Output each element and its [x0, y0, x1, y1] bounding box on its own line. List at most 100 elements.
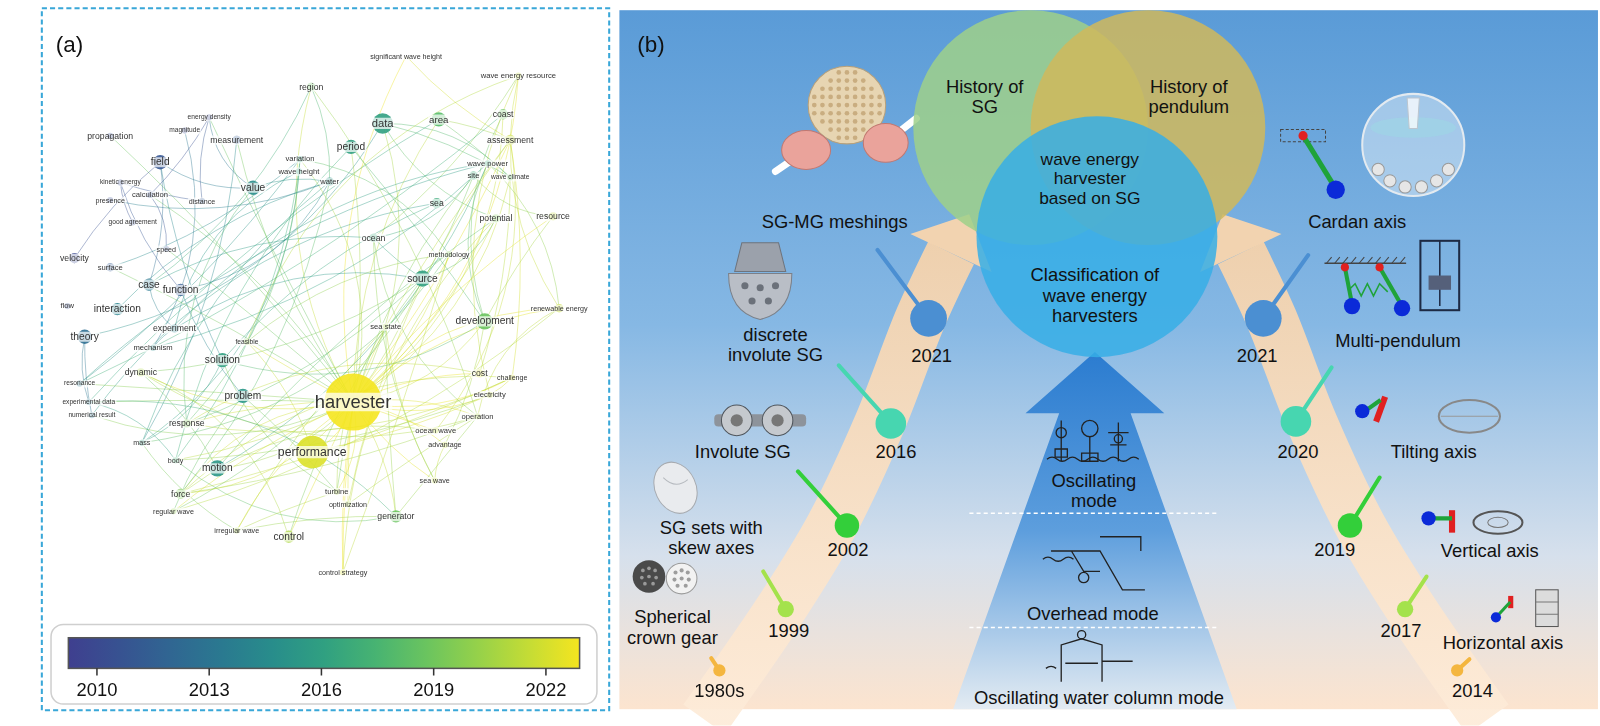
gear-hole — [686, 570, 690, 574]
keyword-label: solution — [204, 355, 241, 365]
gear-tooth — [836, 95, 841, 100]
keyword-label: flow — [60, 302, 76, 310]
gear-hole — [772, 282, 779, 289]
network-link — [142, 443, 237, 531]
gear-tooth — [845, 86, 850, 91]
colorbar-tick-label: 2022 — [525, 680, 566, 701]
keyword-label: experimental data — [61, 399, 116, 406]
pendulum-type-label: Tilting axis — [1391, 442, 1477, 463]
gear-shell — [646, 455, 705, 520]
keyword-label: resonance — [63, 380, 96, 387]
generator-pod — [1430, 175, 1442, 187]
keyword-label: case — [137, 280, 161, 290]
keyword-label: kinetic energy — [99, 179, 142, 186]
gear-tooth — [654, 576, 658, 580]
test-rig — [1429, 276, 1451, 290]
keyword-label: wave energy resource — [480, 72, 557, 80]
keyword-label: function — [162, 285, 200, 295]
hatch — [1392, 257, 1397, 263]
keyword-label: renewable energy — [530, 305, 589, 312]
network-link — [173, 308, 559, 511]
pendulum-type-label: Vertical axis — [1441, 541, 1539, 562]
pivot — [1298, 131, 1307, 140]
network-link — [120, 183, 180, 290]
oscillating-device — [1114, 435, 1122, 443]
test-rig — [1439, 241, 1441, 306]
year-label: 2017 — [1381, 620, 1422, 641]
keyword-label: surface — [97, 264, 124, 272]
gear-tooth — [853, 111, 858, 116]
keyword-label: wave height — [278, 168, 321, 176]
keyword-label: body — [167, 457, 185, 464]
network-link — [337, 176, 474, 492]
keyword-label: ocean wave — [414, 427, 457, 435]
keyword-label: site — [466, 172, 480, 180]
pendulum-mass — [1394, 300, 1410, 316]
mode-label: Oscillating mode — [1037, 470, 1151, 511]
timeline-dot — [778, 601, 794, 617]
network-link — [184, 188, 253, 424]
network-link — [386, 327, 396, 517]
overhead-device — [1051, 537, 1145, 590]
network-link — [237, 140, 353, 402]
keyword-label: mechanism — [132, 344, 173, 352]
hatch — [1376, 257, 1381, 263]
gear-tooth — [869, 86, 874, 91]
gear-tooth — [853, 86, 858, 91]
keyword-label: challenge — [496, 374, 529, 381]
gear-tooth — [812, 95, 817, 100]
keyword-label: significant wave height — [369, 53, 443, 60]
network-link — [217, 218, 496, 468]
gear-tooth — [853, 70, 858, 75]
gear-tooth — [836, 111, 841, 116]
network-link — [141, 372, 478, 436]
gear-tooth — [845, 95, 850, 100]
pivot-frame — [1281, 130, 1326, 142]
hatch — [1400, 257, 1405, 263]
wave-line — [1047, 457, 1139, 461]
gear-tooth — [869, 103, 874, 108]
colorbar-tick-mark — [321, 668, 323, 675]
hatch — [1343, 257, 1348, 263]
timeline-dot — [1397, 601, 1413, 617]
gear-tooth — [853, 103, 858, 108]
pendulum-type-label: Cardan axis — [1308, 212, 1406, 233]
meshing-gear — [863, 123, 908, 162]
crown-gear — [633, 560, 666, 593]
network-link — [473, 176, 553, 217]
hatch — [1359, 257, 1364, 263]
keyword-label: problem — [223, 391, 262, 401]
wheel-device — [1473, 511, 1522, 533]
network-link — [289, 279, 423, 537]
oscillating-device — [1082, 420, 1098, 436]
turbine — [1079, 572, 1089, 582]
timeline-dot — [876, 408, 907, 439]
timeline-dot — [1245, 300, 1282, 337]
year-label: 2020 — [1278, 442, 1319, 463]
gear-hole — [687, 578, 691, 582]
colorbar-tick-label: 2019 — [413, 680, 454, 701]
network-link — [176, 171, 299, 460]
keyword-label: sea wave — [419, 477, 451, 484]
gear-type-label: Involute SG — [695, 442, 791, 463]
network-link — [353, 216, 553, 402]
network-link — [237, 327, 386, 531]
network-link — [173, 176, 473, 512]
ring-device — [1441, 416, 1498, 417]
gear-tooth — [861, 78, 866, 83]
gear-tooth — [861, 86, 866, 91]
gear-tooth — [653, 569, 657, 573]
network-link — [353, 76, 518, 403]
network-link — [353, 308, 559, 402]
pendulum-mass — [1327, 181, 1345, 199]
year-label: 2002 — [828, 540, 869, 561]
gear-tooth — [828, 86, 833, 91]
venn-center-label: wave energy harvester based on SG — [1034, 149, 1146, 207]
network-link — [247, 76, 518, 342]
network-link — [89, 402, 176, 460]
pendulum-mass — [1344, 298, 1360, 314]
tower-device — [1536, 602, 1558, 603]
keyword-network — [64, 56, 563, 575]
gear-tooth — [828, 127, 833, 132]
keyword-label: dynamic — [124, 368, 158, 377]
